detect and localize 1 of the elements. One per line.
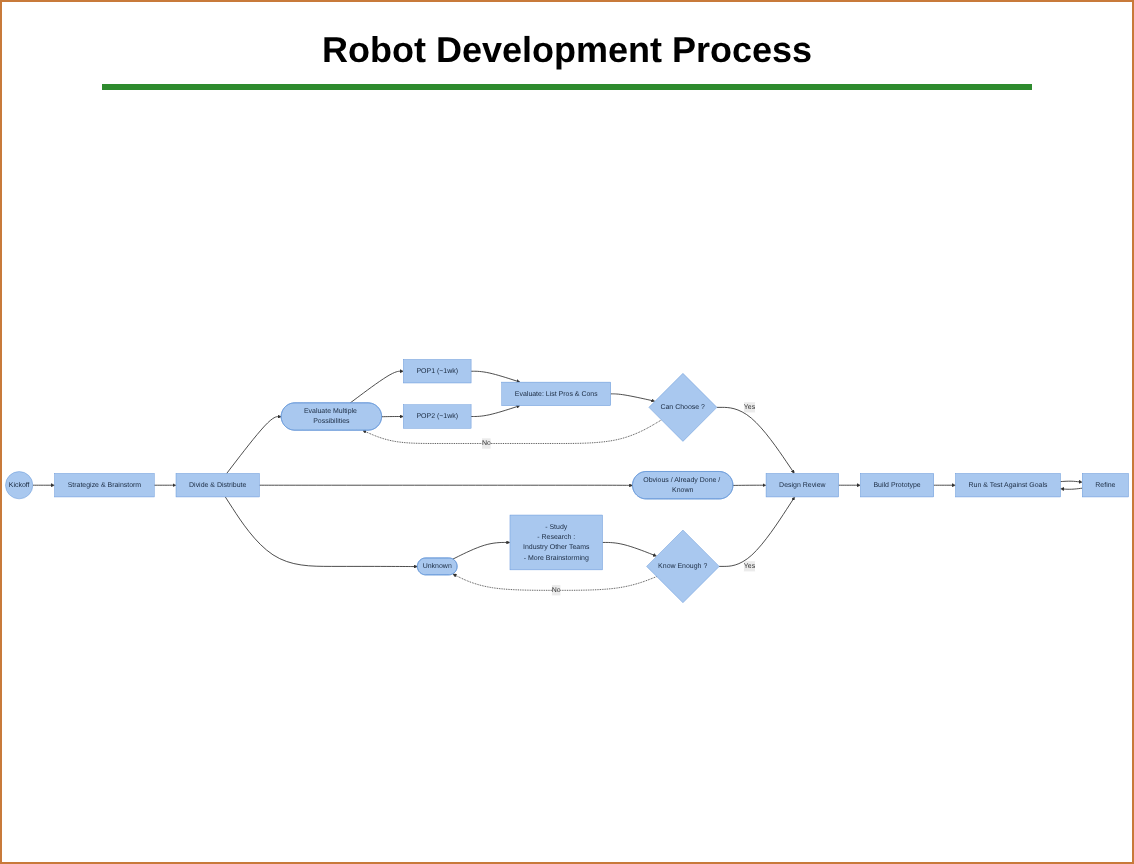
title: Robot Development Process (319, 30, 815, 72)
